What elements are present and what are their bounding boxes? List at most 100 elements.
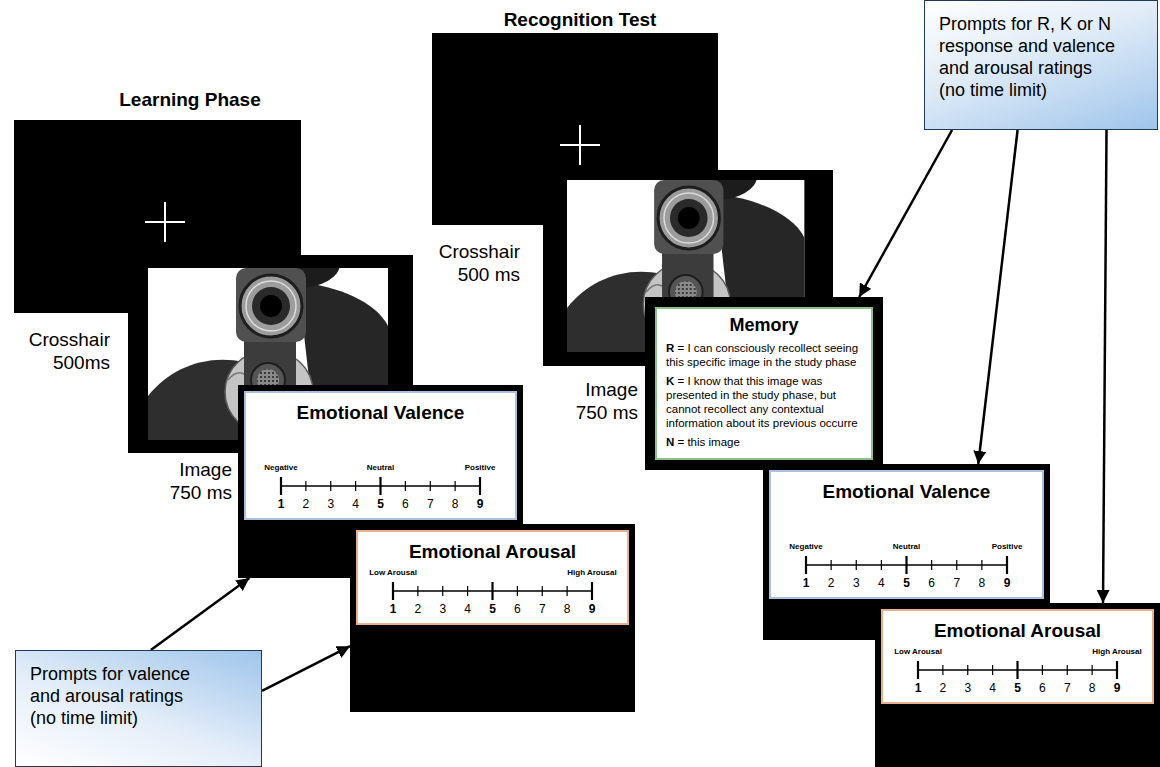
scale-tick <box>905 556 907 574</box>
rating-box: Emotional ValenceNegativeNeutralPositive… <box>244 391 517 520</box>
text-holder: Learning Phase <box>110 88 270 111</box>
text-holder: 8 <box>452 497 459 511</box>
text-holder: 7 <box>427 497 434 511</box>
scale-number: 4 <box>878 576 885 590</box>
text-holder: 7 <box>953 576 960 590</box>
scale-number: 8 <box>979 576 986 590</box>
text-holder: 3 <box>964 681 971 695</box>
scale-number: 6 <box>402 497 409 511</box>
text-holder: 1 <box>915 681 922 695</box>
text-holder: Positive <box>992 541 1023 552</box>
scale-tick <box>405 481 406 491</box>
text-holder: Negative <box>789 541 822 552</box>
text-holder: 4 <box>464 602 471 616</box>
scale-tick <box>417 586 418 596</box>
timing-label: Image 750 ms <box>152 458 232 504</box>
rating-scale-area: NegativeNeutralPositive123456789 <box>771 541 1042 591</box>
scale-tick <box>491 582 493 600</box>
scale-number: 3 <box>964 681 971 695</box>
scale-number: 3 <box>853 576 860 590</box>
scale-tick <box>355 481 356 491</box>
memory-prompt-panel: Memory R = I can consciously recollect se… <box>645 297 883 470</box>
scale-number: 3 <box>439 602 446 616</box>
scale-tick <box>455 481 456 491</box>
text-holder: 6 <box>514 602 521 616</box>
response-option: N = this image <box>666 435 862 449</box>
text-holder: 7 <box>539 602 546 616</box>
scale-tick <box>567 586 568 596</box>
text-holder: 3 <box>327 497 334 511</box>
scale-tick <box>1092 665 1093 675</box>
scale-tick <box>430 481 431 491</box>
scale-number: 6 <box>928 576 935 590</box>
scale-tick <box>379 477 381 495</box>
text-holder: 1 <box>803 576 810 590</box>
text-holder: 6 <box>928 576 935 590</box>
scale-tick <box>931 560 932 570</box>
prompt-callout: Prompts for valence and arousal ratings … <box>15 650 262 767</box>
connector-arrow <box>859 130 952 297</box>
scale-anchor-label: Negative <box>789 541 822 552</box>
text-holder: 4 <box>989 681 996 695</box>
text-holder: Neutral <box>893 541 921 552</box>
scale-anchor-label: Positive <box>992 541 1023 552</box>
text-holder: High Arousal <box>1092 646 1141 657</box>
text-holder: 5 <box>903 576 910 590</box>
scale-number: 1 <box>803 576 810 590</box>
scale-tick <box>542 586 543 596</box>
scale-number: 1 <box>915 681 922 695</box>
scale-number: 4 <box>989 681 996 695</box>
rating-box: Emotional ValenceNegative Neutral Positive… <box>769 470 1044 599</box>
text-holder: Low Arousal <box>894 646 942 657</box>
callout-text: Prompts for valence and arousal ratings … <box>30 663 205 729</box>
scale-number: 2 <box>303 497 310 511</box>
scale-anchor-label: Low Arousal <box>369 567 417 578</box>
scale-tick <box>1006 556 1008 574</box>
text-holder: Crosshair 500ms <box>5 328 110 374</box>
text-holder: 1 <box>390 602 397 616</box>
scale-number: 7 <box>427 497 434 511</box>
scale-tick <box>956 560 957 570</box>
scale-number: 2 <box>415 602 422 616</box>
scale-number: 8 <box>452 497 459 511</box>
response-option: R = I can consciously recollect seeing t… <box>666 341 862 369</box>
text-holder: 5 <box>377 497 384 511</box>
scale-anchor-label: Low Arousal <box>894 646 942 657</box>
text-holder: Image 750 ms <box>558 378 638 424</box>
text-holder: 6 <box>402 497 409 511</box>
fixation-cross <box>560 125 600 165</box>
memory-title: Memory <box>666 314 862 336</box>
scale-number: 9 <box>1004 576 1011 590</box>
scale-number: 7 <box>539 602 546 616</box>
panel-title: Emotional Arousal <box>358 540 627 563</box>
scale-anchor-label: Neutral <box>367 462 395 473</box>
scale-number: 8 <box>1089 681 1096 695</box>
text-holder: 3 <box>439 602 446 616</box>
callout-text: Prompts for R, K or N response and valen… <box>939 13 1119 101</box>
panel-title: Emotional Valence <box>771 480 1042 503</box>
scale-anchor-label: Neutral <box>893 541 921 552</box>
scale-number: 6 <box>514 602 521 616</box>
timing-label: Crosshair 500 ms <box>415 240 520 286</box>
text-holder: Image 750 ms <box>152 458 232 504</box>
connector-arrow <box>978 130 1017 464</box>
response-option: K = I know that this image was presented… <box>666 374 862 430</box>
timing-label: Image 750 ms <box>558 378 638 424</box>
text-holder: 1 <box>278 497 285 511</box>
text-holder: Neutral <box>367 462 395 473</box>
rating-scale-area: Low ArousalHigh Arousal123456789 <box>358 567 627 617</box>
text-holder: Low Arousal <box>369 567 417 578</box>
connector-arrow <box>151 578 250 650</box>
text-holder: 9 <box>1114 681 1121 695</box>
text-holder: 9 <box>1004 576 1011 590</box>
text-holder: Recognition Test <box>490 8 670 31</box>
scale-tick <box>305 481 306 491</box>
scale-tick <box>992 665 993 675</box>
scale-tick <box>392 582 394 600</box>
scale-number: 7 <box>1064 681 1071 695</box>
scale-number: 5 <box>489 602 496 616</box>
arousal-rating-panel: Emotional ArousalLow ArousalHigh Arousal… <box>875 603 1160 767</box>
scale-tick <box>1016 661 1018 679</box>
panel-title: Emotional Valence <box>246 401 515 424</box>
